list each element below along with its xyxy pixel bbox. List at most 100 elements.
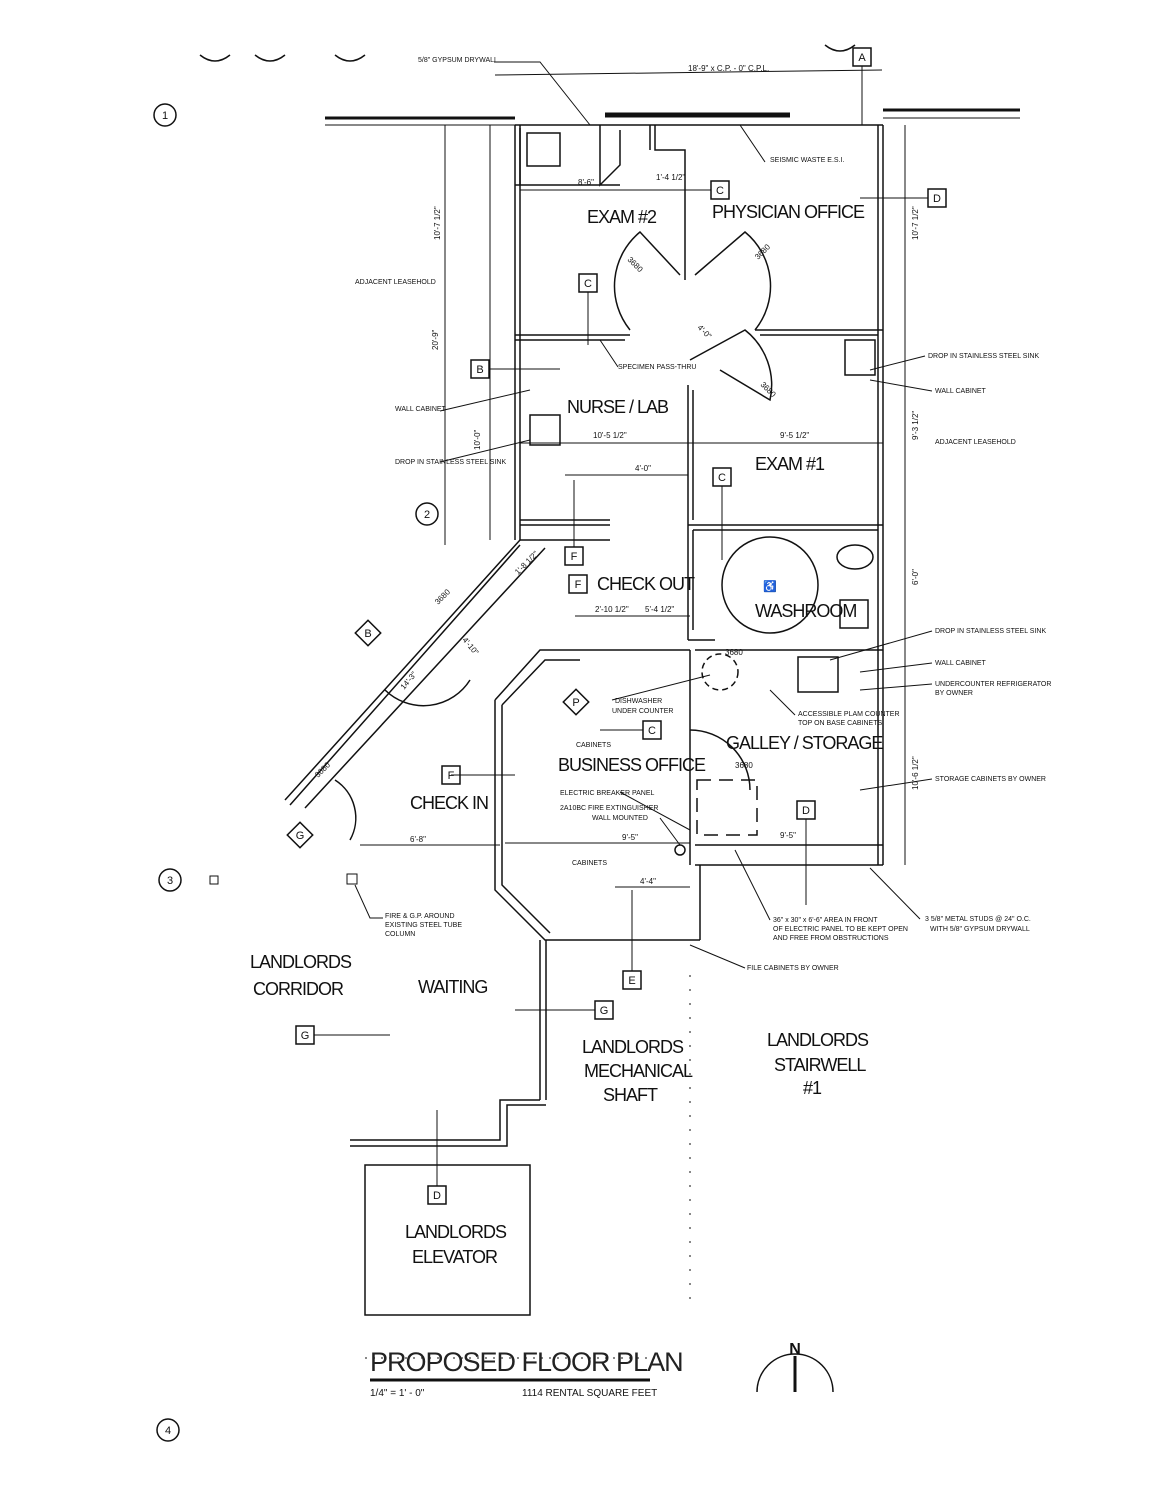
column-icon (209, 875, 219, 885)
tag-B: B (470, 359, 490, 379)
landlords-corridor-2: CORRIDOR (253, 979, 344, 999)
svg-text:DROP IN STAINLESS STEEL SINK: DROP IN STAINLESS STEEL SINK (928, 353, 1039, 360)
svg-text:3680: 3680 (753, 242, 772, 261)
rental-area: 1114 RENTAL SQUARE FEET (522, 1388, 657, 1399)
tag-G: G (295, 1025, 315, 1045)
svg-text:9'-5": 9'-5" (780, 831, 796, 840)
stairwell-3: #1 (803, 1078, 822, 1098)
svg-text:FILE CABINETS BY OWNER: FILE CABINETS BY OWNER (747, 965, 839, 972)
svg-text:SEISMIC WASTE E.S.I.: SEISMIC WASTE E.S.I. (770, 157, 844, 164)
svg-text:2: 2 (424, 509, 430, 521)
svg-text:20'-9": 20'-9" (431, 329, 440, 350)
svg-text:DISHWASHER: DISHWASHER (615, 698, 662, 705)
svg-text:F: F (575, 579, 582, 591)
tag-D: D (927, 188, 947, 208)
grid-marker-4: 4 (156, 1418, 180, 1442)
svg-text:G: G (301, 1030, 310, 1042)
room-business-office: BUSINESS OFFICE (558, 755, 706, 775)
svg-text:10'-5 1/2": 10'-5 1/2" (593, 431, 627, 440)
plan-title: PROPOSED FLOOR PLAN (370, 1347, 683, 1377)
svg-text:10'-7 1/2": 10'-7 1/2" (911, 206, 920, 240)
electrical-clearance-area (696, 779, 758, 836)
svg-text:STORAGE CABINETS BY OWNER: STORAGE CABINETS BY OWNER (935, 776, 1046, 783)
svg-text:18'-9" x C.P. - 0" C.P.L.: 18'-9" x C.P. - 0" C.P.L. (688, 64, 769, 73)
sink-icon (526, 132, 561, 167)
interior-walls (284, 125, 884, 1359)
svg-text:EXISTING STEEL TUBE: EXISTING STEEL TUBE (385, 922, 462, 929)
svg-text:C: C (716, 185, 724, 197)
tag-C: C (712, 467, 732, 487)
svg-text:UNDER COUNTER: UNDER COUNTER (612, 708, 673, 715)
mechanical-2: MECHANICAL (584, 1061, 693, 1081)
svg-text:B: B (476, 364, 483, 376)
north-arrow: N (756, 1341, 834, 1393)
svg-text:TOP ON BASE CABINETS: TOP ON BASE CABINETS (798, 720, 882, 727)
svg-text:D: D (802, 805, 810, 817)
room-physician-office: PHYSICIAN OFFICE (712, 202, 865, 222)
tag-C: C (578, 273, 598, 293)
tag-C: C (642, 720, 662, 740)
dimension-lines (360, 69, 906, 888)
tag-P: P (562, 688, 590, 716)
sink-icon (839, 599, 869, 629)
svg-text:N: N (789, 1341, 801, 1358)
grid-marker-3: 3 (158, 868, 182, 892)
svg-text:10'-7 1/2": 10'-7 1/2" (433, 206, 442, 240)
elevator-1: LANDLORDS (405, 1222, 507, 1242)
tag-D: D (427, 1185, 447, 1205)
annotations: 5/8" GYPSUM DRYWALL SEISMIC WASTE E.S.I.… (209, 57, 1051, 972)
room-exam-1: EXAM #1 (755, 454, 825, 474)
sink-icon (529, 414, 561, 446)
svg-text:5/8" GYPSUM DRYWALL: 5/8" GYPSUM DRYWALL (418, 57, 498, 64)
room-check-out: CHECK OUT (597, 574, 695, 594)
stairwell-1: LANDLORDS (767, 1030, 869, 1050)
svg-text:6'-0": 6'-0" (911, 569, 920, 585)
svg-text:WITH 5/8" GYPSUM DRYWALL: WITH 5/8" GYPSUM DRYWALL (930, 926, 1030, 933)
elevator-2: ELEVATOR (412, 1247, 498, 1267)
tag-G: G (286, 821, 314, 849)
svg-text:DROP IN STAINLESS STEEL SINK: DROP IN STAINLESS STEEL SINK (935, 628, 1046, 635)
svg-text:WALL CABINET: WALL CABINET (395, 406, 447, 413)
svg-text:D: D (433, 1190, 441, 1202)
svg-text:3 5/8" METAL STUDS @ 24" O.C.: 3 5/8" METAL STUDS @ 24" O.C. (925, 916, 1031, 923)
svg-text:4'-0": 4'-0" (635, 464, 651, 473)
svg-text:9'-5": 9'-5" (622, 833, 638, 842)
room-labels: EXAM #2 PHYSICIAN OFFICE NURSE / LAB EXA… (250, 202, 1016, 1267)
svg-text:3680: 3680 (626, 255, 645, 274)
room-check-in: CHECK IN (410, 793, 488, 813)
svg-text:F: F (448, 770, 455, 782)
svg-text:3680: 3680 (735, 761, 753, 770)
room-washroom: WASHROOM (755, 601, 856, 621)
room-galley-storage: GALLEY / STORAGE (726, 733, 883, 753)
svg-text:C: C (584, 278, 592, 290)
sink-icon (844, 339, 876, 376)
svg-text:UNDERCOUNTER REFRIGERATOR: UNDERCOUNTER REFRIGERATOR (935, 681, 1051, 688)
room-exam-2: EXAM #2 (587, 207, 657, 227)
mechanical-3: SHAFT (603, 1085, 658, 1105)
svg-text:4: 4 (165, 1425, 171, 1437)
svg-text:2A10BC FIRE EXTINGUISHER: 2A10BC FIRE EXTINGUISHER (560, 805, 658, 812)
grid-marker-2: 2 (415, 502, 439, 526)
svg-text:AND FREE FROM OBSTRUCTIONS: AND FREE FROM OBSTRUCTIONS (773, 935, 889, 942)
title-block: PROPOSED FLOOR PLAN 1/4" = 1' - 0" 1114 … (370, 1347, 684, 1399)
svg-text:E: E (628, 975, 635, 987)
tag-A: A (852, 47, 872, 67)
svg-text:3680: 3680 (725, 648, 743, 657)
door-swings: ♿ (334, 230, 876, 856)
fire-extinguisher-icon (674, 844, 686, 856)
svg-text:F: F (571, 551, 578, 563)
svg-text:8'-6": 8'-6" (578, 178, 594, 187)
svg-text:6'-8": 6'-8" (410, 835, 426, 844)
svg-text:4'-10": 4'-10" (460, 636, 480, 658)
svg-text:3680: 3680 (759, 380, 778, 399)
svg-text:CABINETS: CABINETS (576, 742, 611, 749)
svg-text:ACCESSIBLE PLAM COUNTER: ACCESSIBLE PLAM COUNTER (798, 711, 900, 718)
svg-text:A: A (858, 52, 866, 64)
tag-D: D (796, 800, 816, 820)
galley-sink-icon (797, 656, 839, 693)
svg-text:9'-3 1/2": 9'-3 1/2" (911, 411, 920, 440)
svg-text:2'-10 1/2": 2'-10 1/2" (595, 605, 629, 614)
svg-text:10'-0": 10'-0" (473, 429, 482, 450)
svg-text:FIRE & G.P. AROUND: FIRE & G.P. AROUND (385, 913, 455, 920)
